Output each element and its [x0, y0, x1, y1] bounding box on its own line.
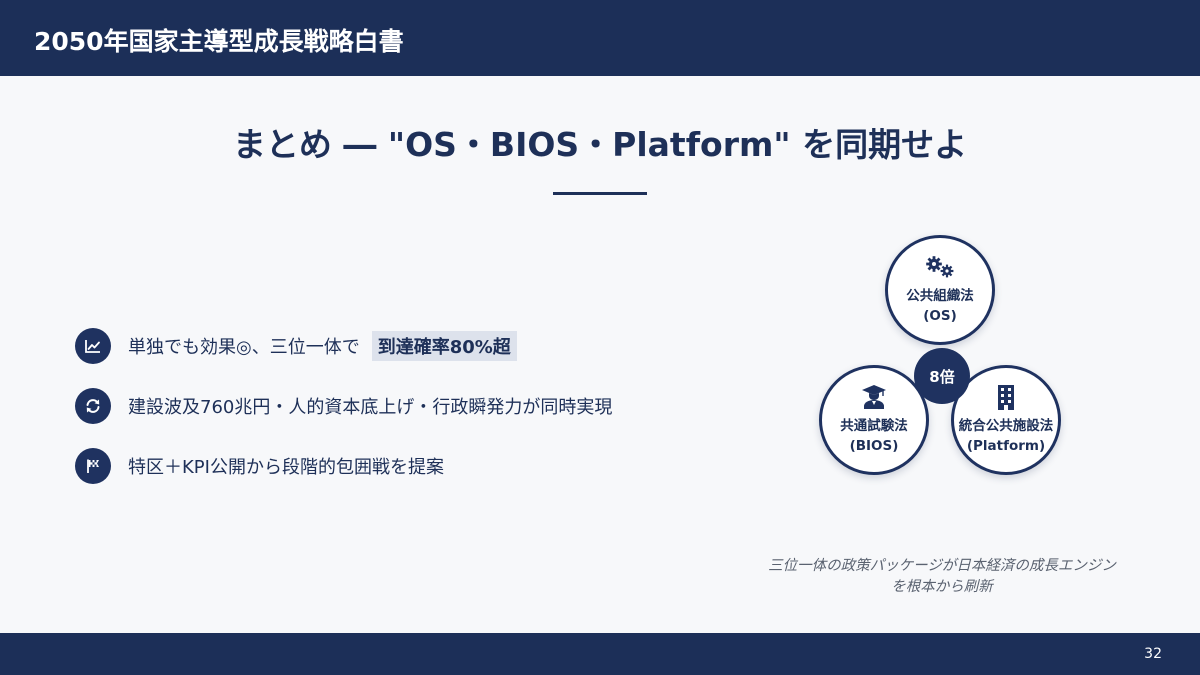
flag-checkered-icon: [75, 448, 111, 484]
header-bar: 2050年国家主導型成長戦略白書: [0, 0, 1200, 76]
document-title: 2050年国家主導型成長戦略白書: [34, 27, 404, 56]
footer-bar: 32: [0, 633, 1200, 675]
circle-name: 共通試験法: [840, 418, 908, 434]
diagram-caption: 三位一体の政策パッケージが日本経済の成長エンジン を根本から刷新: [742, 556, 1142, 598]
bullet-item-2: 建設波及760兆円・人的資本底上げ・行政瞬発力が同時実現: [75, 387, 612, 425]
title-underline: [553, 192, 647, 195]
slide-title: まとめ ― "OS・BIOS・Platform" を同期せよ: [232, 125, 968, 164]
circle-bios: 共通試験法 (BIOS): [819, 365, 929, 475]
graduate-icon: [861, 384, 887, 410]
bullet-text: 特区＋KPI公開から段階的包囲戦を提案: [128, 457, 444, 478]
circle-sub: (OS): [923, 308, 957, 324]
circle-sub: (BIOS): [849, 438, 899, 454]
bullet-item-1: 単独でも効果◎、三位一体で 到達確率80%超: [75, 327, 517, 365]
bullet-text: 単独でも効果◎、三位一体で: [128, 337, 360, 358]
caption-line: を根本から刷新: [891, 579, 993, 595]
sync-icon: [75, 388, 111, 424]
circle-name: 公共組織法: [906, 288, 974, 304]
bullet-text: 建設波及760兆円・人的資本底上げ・行政瞬発力が同時実現: [128, 397, 613, 418]
chart-line-icon: [75, 328, 111, 364]
highlight-badge: 到達確率80%超: [371, 331, 517, 361]
circle-os: 公共組織法 (OS): [885, 235, 995, 345]
circle-name: 統合公共施設法: [958, 418, 1054, 434]
page-number: 32: [1144, 646, 1162, 662]
caption-line: 三位一体の政策パッケージが日本経済の成長エンジン: [768, 558, 1116, 574]
gears-icon: [922, 254, 958, 280]
multiplier-badge: 8倍: [914, 348, 970, 404]
circle-platform: 統合公共施設法 (Platform): [951, 365, 1061, 475]
circle-sub: (Platform): [966, 438, 1046, 454]
bullet-item-3: 特区＋KPI公開から段階的包囲戦を提案: [75, 447, 444, 485]
building-icon: [995, 384, 1017, 410]
